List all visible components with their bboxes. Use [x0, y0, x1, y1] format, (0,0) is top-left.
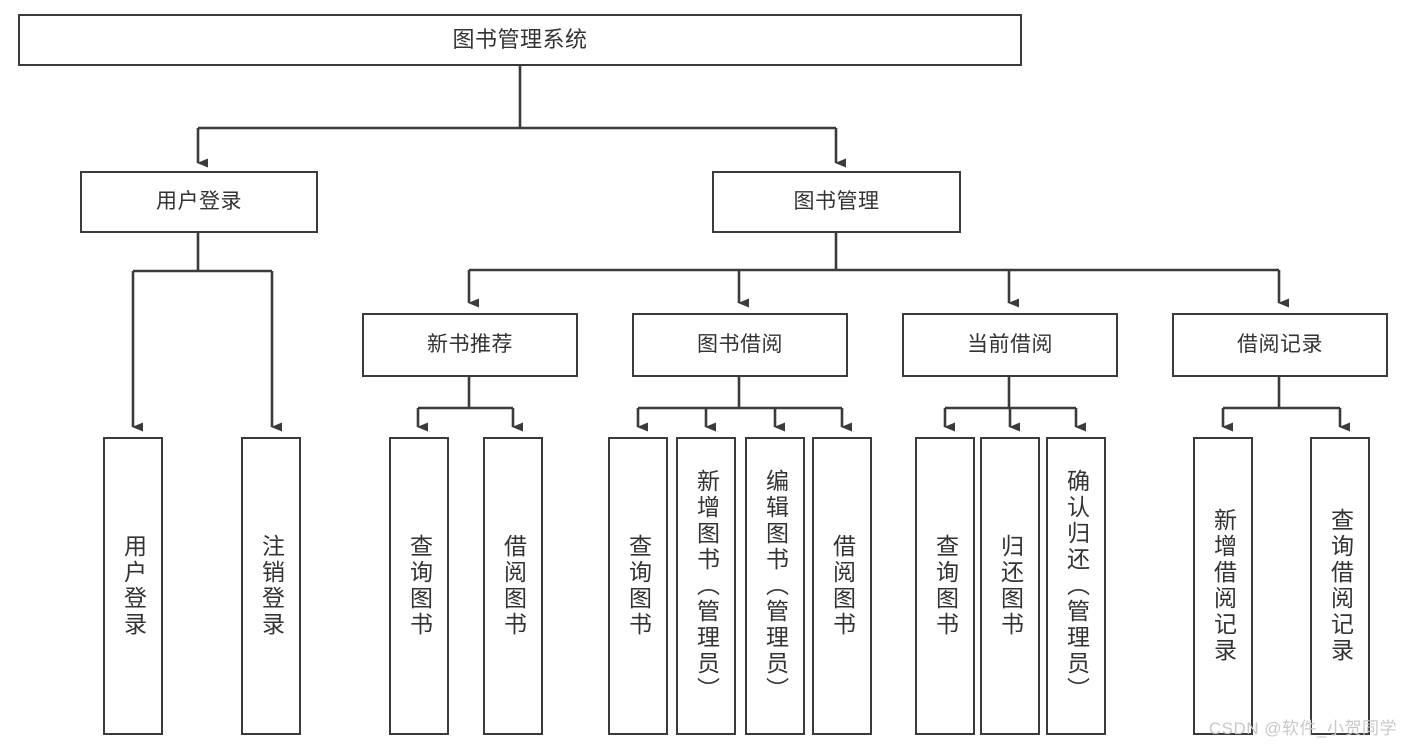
node-leaf-borrow-book-1[interactable]: 借阅图书 — [483, 437, 543, 735]
node-new-book-recommend[interactable]: 新书推荐 — [362, 313, 578, 377]
node-label: 图书管理 — [793, 189, 880, 213]
node-leaf-return-book[interactable]: 归还图书 — [980, 437, 1040, 735]
node-label: 新书推荐 — [427, 332, 513, 356]
node-label: 用户登录 — [120, 534, 147, 638]
node-label: 新增图书（管理员） — [693, 469, 720, 703]
node-leaf-user-login[interactable]: 用户登录 — [103, 437, 163, 735]
node-leaf-edit-book-admin[interactable]: 编辑图书（管理员） — [745, 437, 805, 735]
node-label: 新增借阅记录 — [1210, 508, 1237, 664]
node-book-borrow[interactable]: 图书借阅 — [632, 313, 848, 377]
node-label: 图书借阅 — [697, 332, 783, 356]
node-leaf-add-borrow-record[interactable]: 新增借阅记录 — [1193, 437, 1253, 735]
node-label: 借阅图书 — [829, 534, 856, 638]
node-leaf-borrow-book-2[interactable]: 借阅图书 — [812, 437, 872, 735]
node-current-borrow[interactable]: 当前借阅 — [902, 313, 1118, 377]
node-label: 用户登录 — [156, 189, 242, 213]
node-leaf-logout-login[interactable]: 注销登录 — [241, 437, 301, 735]
watermark-text: CSDN @软件_小贺同学 — [1208, 719, 1397, 738]
node-label: 查询借阅记录 — [1327, 508, 1354, 664]
node-leaf-query-book-2[interactable]: 查询图书 — [608, 437, 668, 735]
node-label: 注销登录 — [258, 534, 285, 638]
node-book-management[interactable]: 图书管理 — [712, 171, 961, 233]
node-label: 借阅记录 — [1237, 332, 1323, 356]
node-leaf-query-borrow-record[interactable]: 查询借阅记录 — [1310, 437, 1370, 735]
node-label: 查询图书 — [932, 534, 959, 638]
node-label: 图书管理系统 — [452, 27, 588, 53]
node-user-login[interactable]: 用户登录 — [80, 171, 318, 233]
node-borrow-record[interactable]: 借阅记录 — [1172, 313, 1388, 377]
node-label: 查询图书 — [625, 534, 652, 638]
node-leaf-query-book-1[interactable]: 查询图书 — [389, 437, 449, 735]
node-root-book-management-system[interactable]: 图书管理系统 — [18, 14, 1022, 66]
node-leaf-add-book-admin[interactable]: 新增图书（管理员） — [676, 437, 736, 735]
node-label: 编辑图书（管理员） — [762, 469, 789, 703]
node-label: 确认归还（管理员） — [1063, 469, 1090, 703]
node-label: 查询图书 — [406, 534, 433, 638]
node-leaf-confirm-return-admin[interactable]: 确认归还（管理员） — [1046, 437, 1106, 735]
node-label: 归还图书 — [997, 534, 1024, 638]
node-leaf-query-book-3[interactable]: 查询图书 — [915, 437, 975, 735]
node-label: 借阅图书 — [500, 534, 527, 638]
node-label: 当前借阅 — [967, 332, 1053, 356]
